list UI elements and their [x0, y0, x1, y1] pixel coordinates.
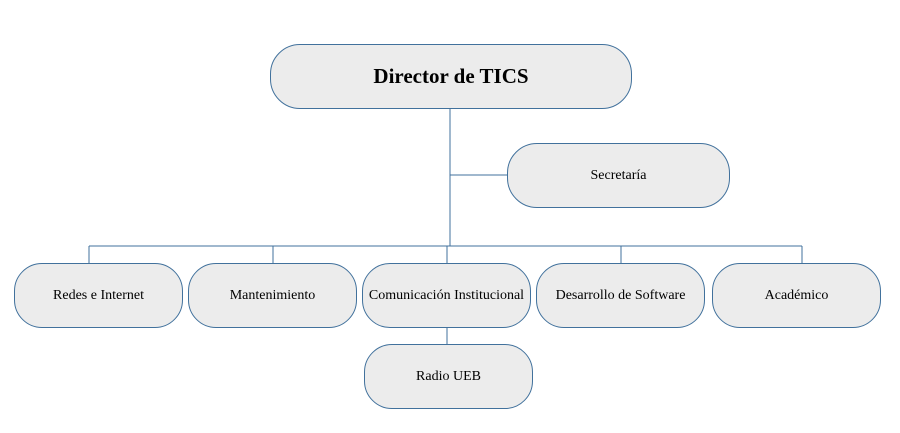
node-mantenimiento: Mantenimiento	[188, 263, 357, 328]
node-academico-label: Académico	[764, 287, 829, 303]
node-secretaria-label: Secretaría	[590, 167, 647, 183]
node-desarrollo-de-software-label: Desarrollo de Software	[555, 287, 686, 303]
node-comunicacion-institucional: Comunicación Institucional	[362, 263, 531, 328]
node-desarrollo-de-software: Desarrollo de Software	[536, 263, 705, 328]
node-radio-ueb-label: Radio UEB	[416, 368, 481, 384]
node-comunicacion-institucional-label: Comunicación Institucional	[368, 287, 525, 303]
node-redes-e-internet-label: Redes e Internet	[53, 287, 144, 303]
node-secretaria: Secretaría	[507, 143, 730, 208]
node-redes-e-internet: Redes e Internet	[14, 263, 183, 328]
node-mantenimiento-label: Mantenimiento	[229, 287, 316, 303]
node-radio-ueb: Radio UEB	[364, 344, 533, 409]
node-director-tics-label: Director de TICS	[373, 64, 529, 88]
node-director-tics: Director de TICS	[270, 44, 632, 109]
node-academico: Académico	[712, 263, 881, 328]
